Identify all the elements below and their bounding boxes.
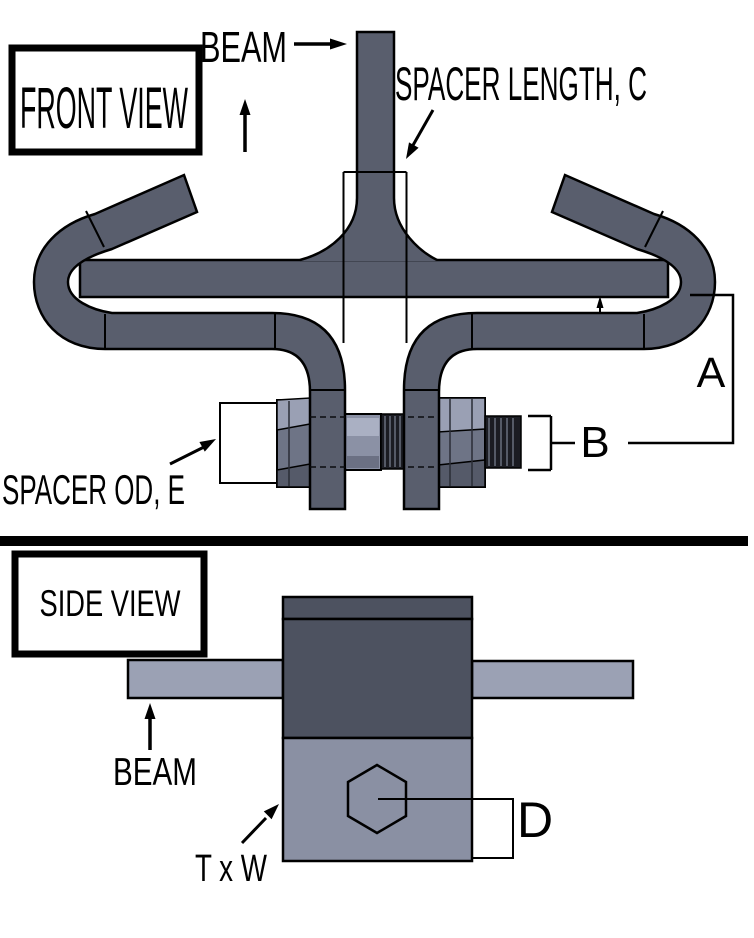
dim-d-leader xyxy=(378,798,514,859)
front-view-title: FRONT VIEW xyxy=(20,76,188,141)
strap-seam-lines xyxy=(85,210,664,391)
spacer-od-arrow-icon xyxy=(169,439,216,466)
side-view-title: SIDE VIEW xyxy=(40,583,181,624)
front-beam-label: BEAM xyxy=(200,23,287,72)
front-beam-arrow-icon xyxy=(294,38,347,50)
beam-stem-outline xyxy=(299,30,438,262)
left-nut xyxy=(276,397,311,488)
hidden-thread-lines xyxy=(310,416,438,468)
spacer-length-label: SPACER LENGTH, C xyxy=(395,57,647,110)
side-view: D SIDE VIEW BEAM T x W xyxy=(11,550,635,890)
side-beam-right xyxy=(470,659,635,700)
front-up-arrow-icon xyxy=(239,99,251,152)
front-view-title-box xyxy=(8,44,203,156)
side-beam-label: BEAM xyxy=(113,751,197,794)
clamp-body-top-strip xyxy=(281,595,474,621)
right-nut xyxy=(437,397,486,488)
clamp-bar xyxy=(78,258,670,299)
bolt-assembly xyxy=(276,397,522,488)
dim-b-label: B xyxy=(580,418,609,467)
left-hook-strap xyxy=(32,173,347,511)
dim-a-bracket xyxy=(628,293,735,445)
side-view-title-box xyxy=(11,550,208,658)
spacer-cylinder xyxy=(344,413,382,471)
txw-label: T x W xyxy=(195,848,267,890)
spacer-length-dim-lines xyxy=(342,171,408,343)
spacer-length-arrow-icon xyxy=(406,109,435,159)
side-beam-left xyxy=(126,658,285,700)
dim-b-bracket xyxy=(528,414,575,472)
clamp-body-upper-block xyxy=(281,617,474,740)
section-divider xyxy=(0,536,748,546)
right-hook-strap xyxy=(402,173,717,511)
txw-arrow-icon xyxy=(240,804,279,845)
dim-d-label: D xyxy=(517,792,553,848)
spacer-od-label: SPACER OD, E xyxy=(2,466,185,513)
side-beam-arrow-icon xyxy=(144,703,156,750)
dim-a-label: A xyxy=(697,349,726,397)
beam-stem xyxy=(300,32,437,261)
bolt-head-hexagon xyxy=(346,763,408,835)
threaded-rod-right xyxy=(484,415,522,469)
spacer-od-box xyxy=(219,402,278,484)
front-view: FRONT VIEW BEAM SPACER LENGTH, C SPACER … xyxy=(2,23,735,513)
bar-reference-arrow-icon xyxy=(596,296,604,313)
